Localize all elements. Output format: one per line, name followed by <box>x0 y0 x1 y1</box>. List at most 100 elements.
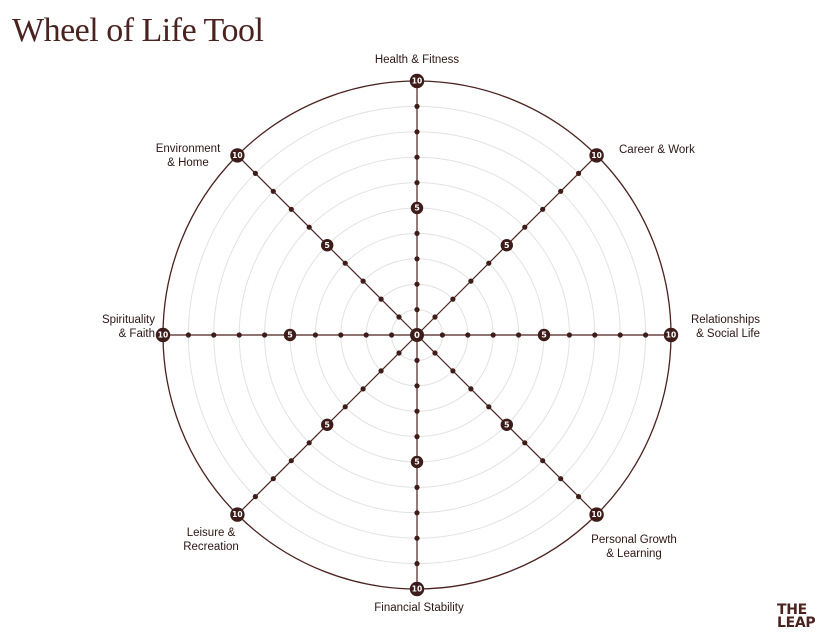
score-dot <box>360 386 366 392</box>
score-dot <box>468 278 474 284</box>
score-marker-label: 10 <box>232 510 242 519</box>
score-dot <box>211 332 217 338</box>
score-marker-10 <box>230 148 245 163</box>
score-dot <box>378 296 384 302</box>
score-dot <box>414 383 420 389</box>
score-dot <box>414 510 420 516</box>
score-dot <box>414 256 420 262</box>
score-dot <box>414 484 420 490</box>
score-dot <box>378 368 384 374</box>
score-marker-5 <box>410 201 424 215</box>
score-dot <box>414 103 420 109</box>
score-dot <box>592 332 598 338</box>
score-dot <box>432 350 438 356</box>
score-marker-label: 10 <box>591 510 601 519</box>
score-dot <box>414 180 420 186</box>
score-marker-10 <box>409 73 425 89</box>
score-dot <box>566 332 573 338</box>
score-marker-label: 10 <box>591 151 601 160</box>
score-marker-10 <box>589 148 604 163</box>
score-dot <box>540 458 546 464</box>
label-spirituality-faith: Spirituality& Faith <box>101 314 155 340</box>
score-dot <box>414 129 420 135</box>
score-dot <box>236 332 242 338</box>
score-dot <box>439 332 445 338</box>
score-dot <box>576 494 582 500</box>
score-marker-10 <box>663 327 679 343</box>
score-marker-label: 5 <box>541 331 547 340</box>
score-dot <box>450 296 456 302</box>
score-dot <box>465 332 471 338</box>
score-marker-label: 5 <box>504 241 510 250</box>
score-marker-10 <box>589 507 604 522</box>
score-dot <box>185 332 191 338</box>
score-marker-label: 10 <box>666 331 676 340</box>
center-marker-label: 0 <box>414 331 420 341</box>
score-dot <box>306 440 312 446</box>
score-marker-label: 5 <box>414 458 420 467</box>
score-marker-label: 10 <box>412 585 422 594</box>
score-dot <box>486 404 492 410</box>
score-dot <box>540 206 546 212</box>
score-dot <box>342 404 348 410</box>
score-dot <box>414 230 420 236</box>
score-dot <box>486 260 492 266</box>
the-leap-logo: THE LEAP <box>777 602 816 631</box>
score-marker-label: 10 <box>158 331 168 340</box>
score-dot <box>468 386 474 392</box>
score-dot <box>414 357 420 363</box>
score-dot <box>360 278 366 284</box>
score-dot <box>338 332 344 338</box>
score-marker-label: 5 <box>324 241 330 250</box>
score-marker-10 <box>230 507 245 522</box>
score-dot <box>522 440 528 446</box>
score-dot <box>414 281 420 287</box>
score-marker-5 <box>321 239 334 252</box>
score-dot <box>414 154 420 160</box>
page-title: Wheel of Life Tool <box>12 12 264 49</box>
score-dot <box>288 458 294 464</box>
score-dot <box>643 332 649 338</box>
score-marker-label: 10 <box>412 77 422 86</box>
label-environment-home: Environment& Home <box>155 143 221 169</box>
score-marker-label: 5 <box>504 420 510 429</box>
score-dot <box>389 332 395 338</box>
score-dot <box>522 224 528 230</box>
score-marker-5 <box>410 455 424 469</box>
score-dot <box>558 188 564 194</box>
score-marker-10 <box>155 327 171 343</box>
score-dot <box>414 408 420 414</box>
score-dot <box>312 332 318 338</box>
center-marker <box>410 328 424 342</box>
score-marker-10 <box>409 581 425 597</box>
score-dot <box>414 561 420 567</box>
score-marker-label: 10 <box>232 151 242 160</box>
score-dot <box>262 332 268 338</box>
score-dot <box>576 170 582 176</box>
score-dot <box>414 535 420 541</box>
score-marker-label: 5 <box>414 204 420 213</box>
score-dot <box>516 332 522 338</box>
score-dot <box>306 224 312 230</box>
label-leisure-recreation: Leisure &Recreation <box>183 527 239 553</box>
score-dot <box>363 332 369 338</box>
score-dot <box>270 188 276 194</box>
score-dot <box>432 314 438 320</box>
score-dot <box>288 206 294 212</box>
label-relationships: Relationships& Social Life <box>690 314 760 340</box>
label-career-work: Career & Work <box>619 144 695 156</box>
score-marker-5 <box>537 328 551 342</box>
score-dot <box>558 476 564 482</box>
label-financial-stability: Financial Stability <box>374 602 464 614</box>
label-personal-growth: Personal Growth& Learning <box>591 534 677 560</box>
score-dot <box>270 476 276 482</box>
score-dot <box>490 332 496 338</box>
score-marker-5 <box>283 328 297 342</box>
score-dot <box>396 350 402 356</box>
score-dot <box>414 434 420 440</box>
score-marker-5 <box>500 239 513 252</box>
label-health-fitness: Health & Fitness <box>374 54 460 66</box>
score-marker-label: 5 <box>287 331 293 340</box>
